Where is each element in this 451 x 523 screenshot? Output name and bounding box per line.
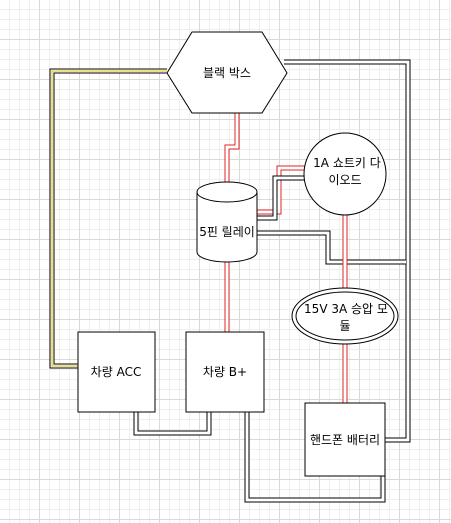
node-phone-battery[interactable]: 핸드폰 배터리: [304, 402, 386, 477]
diode-label-line1: 1A 쇼트키 다: [313, 156, 381, 170]
node-black-box[interactable]: 블랙 박스: [166, 31, 288, 114]
car-bplus-label: 차량 B+: [203, 365, 247, 379]
phone-battery-label: 핸드폰 배터리: [310, 432, 380, 447]
node-diode[interactable]: 1A 쇼트키 다 이오드: [303, 132, 387, 216]
wire-blackbox-to-battery: [284, 59, 411, 443]
node-relay[interactable]: 5핀 릴레이: [196, 181, 258, 263]
wire-acc-to-blackbox: [49, 68, 167, 369]
wire-relay-to-diode-black: [257, 175, 304, 221]
relay-label: 5핀 릴레이: [199, 225, 255, 239]
node-boost-module[interactable]: 15V 3A 승압 모 듈: [291, 287, 399, 345]
wires: [49, 59, 411, 503]
module-label-line2: 듈: [339, 319, 350, 333]
wire-bplus-to-battery: [244, 412, 386, 503]
wire-relay-to-diode-red: [257, 165, 306, 215]
black-box-label: 블랙 박스: [203, 66, 251, 80]
wire-blackbox-to-relay: [224, 113, 240, 188]
wire-relay-to-battery: [257, 230, 406, 265]
module-label-line1: 15V 3A 승압 모: [304, 302, 388, 316]
diode-label-line2: 이오드: [328, 173, 361, 187]
node-car-acc[interactable]: 차량 ACC: [77, 331, 156, 413]
wire-acc-to-bplus: [133, 412, 212, 436]
node-car-bplus[interactable]: 차량 B+: [185, 331, 265, 413]
car-acc-label: 차량 ACC: [91, 365, 142, 379]
